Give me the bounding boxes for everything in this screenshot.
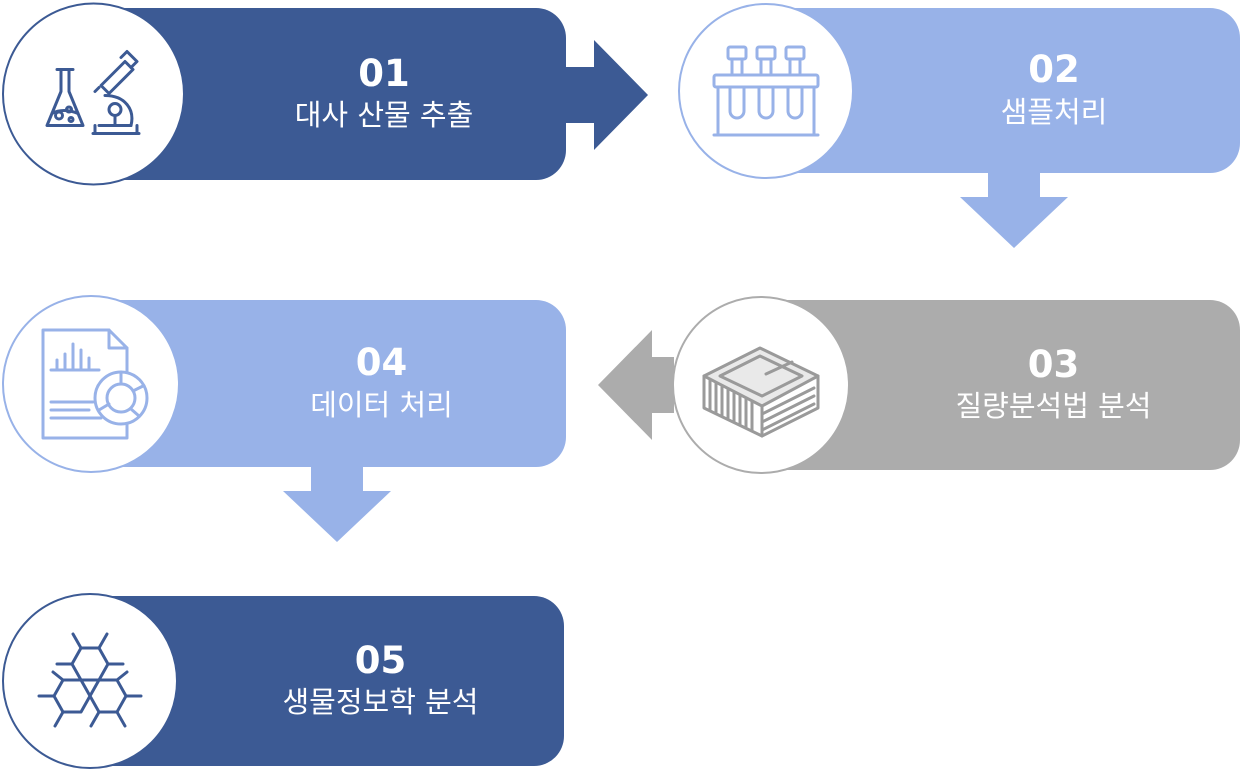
- step-01-icon-circle: [2, 2, 185, 186]
- report-chart-icon: [41, 328, 149, 439]
- book-icon: [702, 346, 820, 438]
- step-04-number: 04: [355, 341, 408, 385]
- step-02: 02 샘플처리: [678, 2, 1240, 179]
- step-01: 01 대사 산물 추출: [2, 2, 566, 186]
- step-02-icon-circle: [678, 2, 854, 179]
- step-03-icon-circle: [672, 296, 850, 474]
- step-03-number: 03: [1027, 342, 1080, 386]
- step-01-label: 대사 산물 추출: [294, 98, 474, 133]
- step-05: 05 생물정보학 분석: [2, 593, 564, 769]
- step-03-label: 질량분석법 분석: [955, 389, 1152, 424]
- molecule-icon: [37, 632, 143, 728]
- arrow-down-04-05: [283, 467, 391, 542]
- step-04-label: 데이터 처리: [310, 387, 453, 422]
- step-03: 03 질량분석법 분석: [672, 296, 1240, 474]
- step-01-number: 01: [358, 51, 410, 95]
- step-02-label: 샘플처리: [1000, 94, 1108, 129]
- step-05-number: 05: [354, 638, 407, 682]
- flask-microscope-icon: [45, 49, 140, 135]
- step-02-number: 02: [1028, 48, 1080, 92]
- arrow-down-02-03: [960, 173, 1068, 248]
- arrow-left-03-04: [598, 330, 674, 440]
- step-05-icon-circle: [2, 593, 178, 769]
- step-04-icon-circle: [2, 294, 180, 473]
- step-05-label: 생물정보학 분석: [282, 685, 479, 720]
- test-tubes-icon: [712, 45, 820, 136]
- arrow-right-01-02: [566, 40, 648, 150]
- step-04: 04 데이터 처리: [2, 294, 566, 473]
